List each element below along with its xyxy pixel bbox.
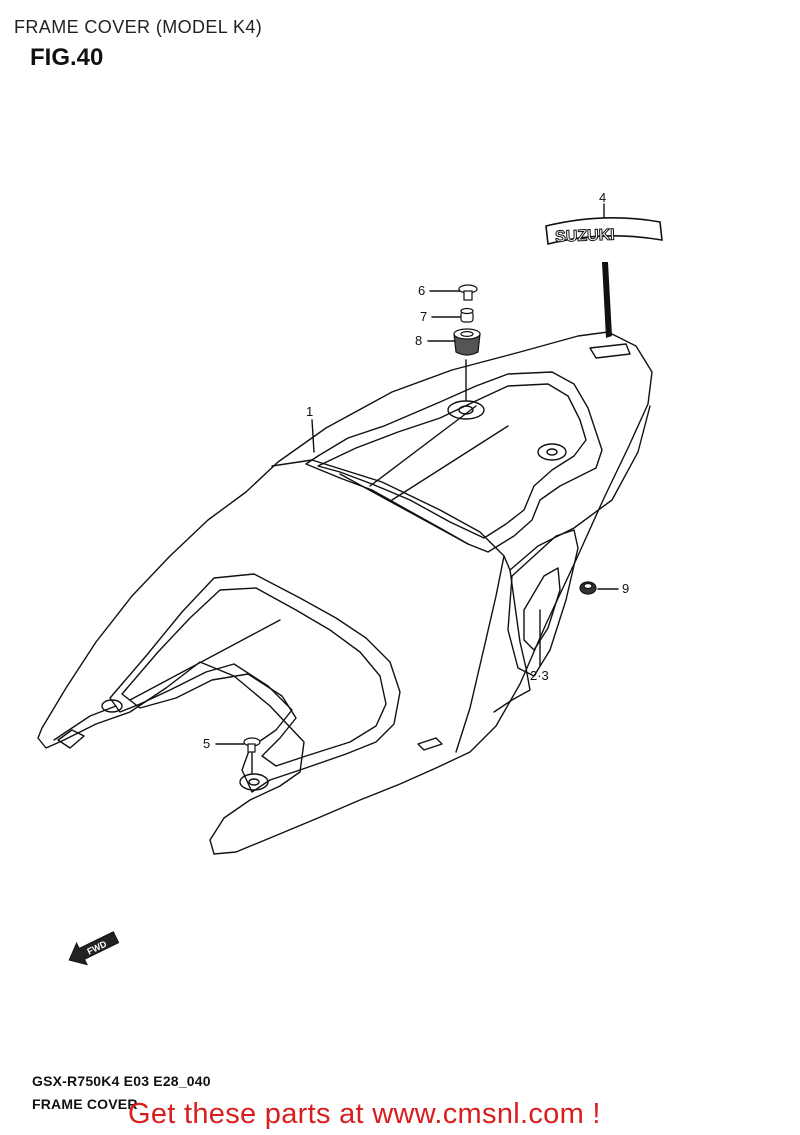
grommet-boss-right-hole: [546, 448, 558, 456]
seat-opening-inner: [317, 383, 587, 539]
hand-hold-inner: [121, 587, 387, 767]
seat-rib-center: [369, 405, 477, 487]
frame-cover-lower-side: [493, 569, 531, 713]
grommet-boss-top-hole: [458, 405, 474, 415]
figure-number: FIG.40: [30, 44, 104, 71]
suzuki-emblem-text: SUZUKI: [555, 227, 615, 246]
frame-cover-outline: [37, 331, 653, 855]
diagram-name: FRAME COVER: [32, 1096, 138, 1112]
callout-1: 1: [306, 404, 313, 419]
frame-cover-top-rim: [271, 459, 511, 571]
promo-link[interactable]: Get these parts at www.cmsnl.com !: [128, 1098, 601, 1130]
hand-hold-rail: [129, 619, 281, 701]
grommet-boss-left: [101, 699, 123, 713]
seat-opening-outline: [305, 371, 603, 553]
tip-slot: [57, 729, 85, 749]
screw-part-6: [458, 284, 478, 301]
frame-cover-side-crease: [455, 555, 505, 753]
tail-decal-outline: [507, 529, 579, 677]
diagram-code: GSX-R750K4 E03 E28_040: [32, 1073, 211, 1089]
screw-boss-lower: [239, 773, 269, 791]
frame-cover-tail-edge: [509, 405, 651, 571]
tail-decal-inner: [523, 567, 561, 651]
callout-9: 9: [622, 581, 629, 596]
seat-rib-cross: [339, 473, 469, 545]
seat-rib-side: [391, 425, 509, 501]
callout-7: 7: [420, 309, 427, 324]
callout-5: 5: [203, 736, 210, 751]
grommet-part-8: [453, 328, 481, 356]
grommet-boss-top: [447, 400, 485, 420]
callout-8: 8: [415, 333, 422, 348]
suzuki-emblem: SUZUKI: [545, 217, 663, 246]
callout-6: 6: [418, 283, 425, 298]
collar-part-7: [460, 307, 474, 323]
emblem-pointer-wedge: [602, 262, 612, 338]
tail-slot-lower: [417, 737, 443, 751]
grommet-part-9: [579, 581, 597, 595]
screw-part-5: [243, 737, 261, 753]
tail-top-slot: [589, 343, 631, 359]
leader-1: [311, 419, 315, 453]
page-title: FRAME COVER (MODEL K4): [14, 17, 263, 37]
grommet-boss-right: [537, 443, 567, 461]
hand-hold-opening: [109, 573, 401, 793]
screw-boss-lower-hole: [248, 778, 260, 786]
callout-2-3: 2·3: [530, 668, 549, 683]
callout-4: 4: [599, 190, 606, 205]
fwd-direction-arrow: FWD: [68, 931, 120, 966]
frame-cover-tip-rail: [53, 705, 117, 741]
